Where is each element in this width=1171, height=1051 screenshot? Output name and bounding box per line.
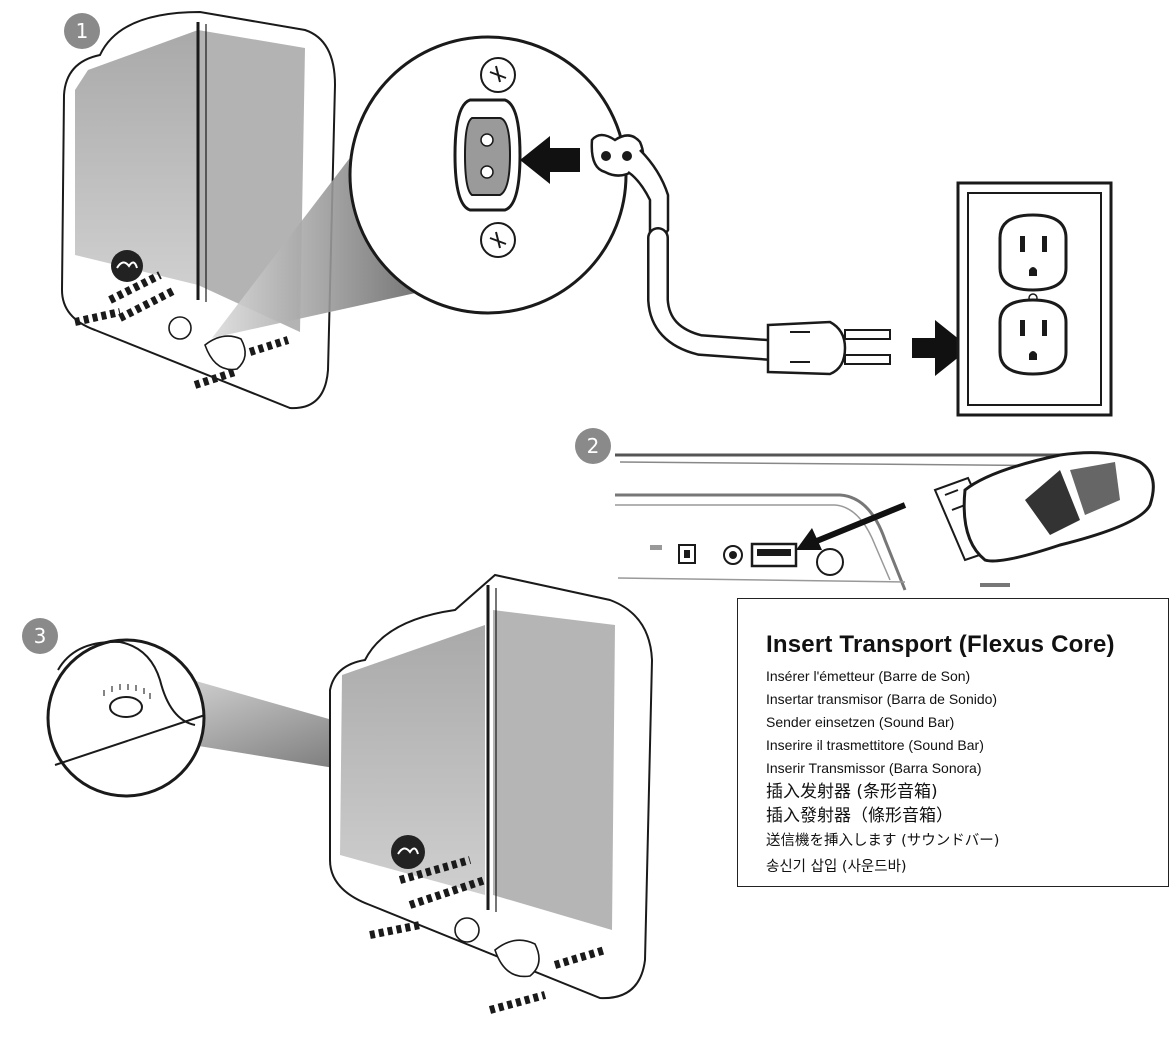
caption-title: Insert Transport (Flexus Core) — [766, 631, 1115, 658]
sound-bar — [615, 453, 1091, 591]
subwoofer-3 — [329, 573, 654, 1014]
insert-arrow-icon — [520, 136, 580, 184]
power-socket-zoom — [348, 35, 628, 315]
caption-line-de: Sender einsetzen (Sound Bar) — [766, 714, 955, 730]
usb-arrow-icon — [800, 502, 907, 550]
instruction-caption: Insert Transport (Flexus Core) Insérer l… — [737, 598, 1169, 887]
subwoofer-1 — [60, 10, 337, 410]
caption-line-zh-hans: 插入发射器 (条形音箱) — [766, 782, 938, 802]
caption-line-ko: 송신기 삽입 (사운드바) — [766, 859, 907, 875]
usb-transmitter — [933, 451, 1155, 563]
caption-line-ja: 送信機を挿入します (サウンドバー) — [766, 833, 1000, 849]
caption-line-pt: Inserir Transmissor (Barra Sonora) — [766, 760, 982, 776]
caption-line-fr: Insérer l'émetteur (Barre de Son) — [766, 668, 971, 684]
power-cord — [590, 133, 891, 376]
led-indicator-zoom — [46, 638, 206, 798]
plug-arrow-icon — [912, 320, 970, 376]
wall-outlet — [956, 181, 1113, 417]
caption-line-it: Inserire il trasmettitore (Sound Bar) — [766, 737, 984, 753]
caption-line-es: Insertar transmisor (Barra de Sonido) — [766, 691, 998, 707]
caption-line-zh-hant: 插入發射器（條形音箱） — [766, 806, 953, 826]
step-2-badge: 2 — [575, 428, 611, 464]
step-3-badge: 3 — [22, 618, 58, 654]
step-1-badge: 1 — [64, 13, 100, 49]
